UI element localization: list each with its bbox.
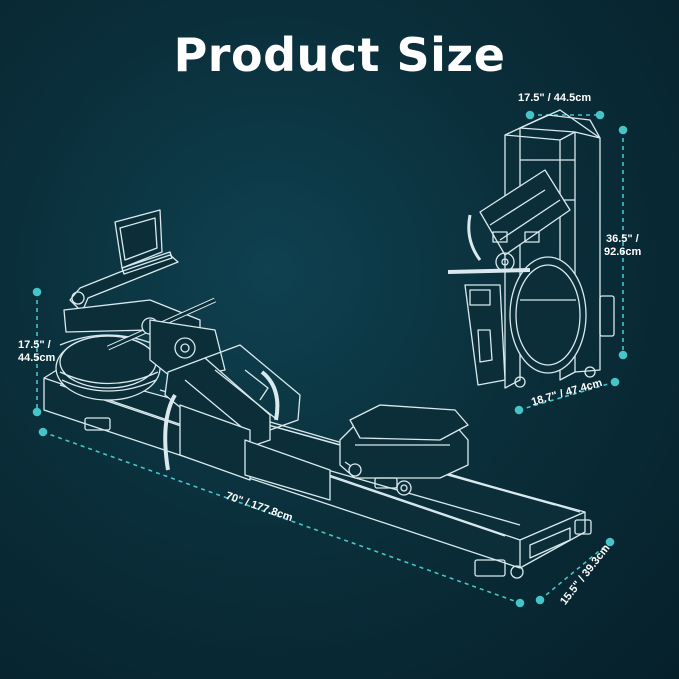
dimension-lines	[32, 110, 628, 608]
rowing-machine-upright	[447, 109, 615, 389]
height-label-line2: 44.5cm	[18, 352, 56, 364]
height-label-line1: 17.5" /	[18, 339, 51, 351]
dimension-line-width	[539, 541, 611, 601]
rowing-machine	[43, 209, 592, 579]
standing-width-label: 17.5" / 44.5cm	[518, 92, 592, 104]
standing-height-label-line1: 36.5" /	[606, 233, 639, 245]
dimension-line-standing-depth	[518, 381, 616, 411]
page-title: Product Size	[173, 28, 506, 82]
standing-height-label-line2: 92.6cm	[604, 246, 642, 258]
